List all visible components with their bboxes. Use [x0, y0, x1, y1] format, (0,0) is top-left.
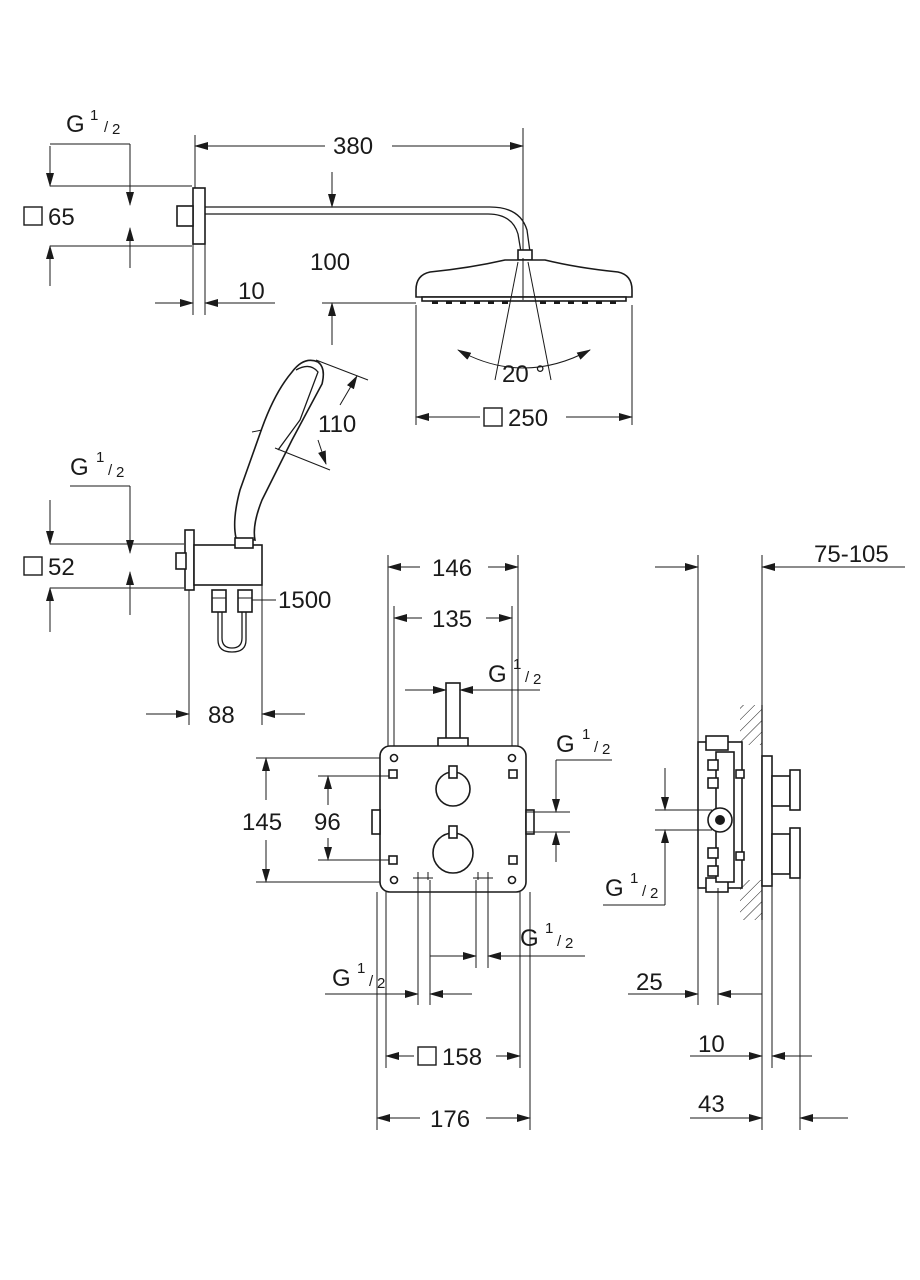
hand-thread-den: 2 [116, 464, 124, 481]
dim-handle-projection: 43 [698, 1091, 725, 1118]
dim-plate-size: 158 [442, 1044, 482, 1071]
dim-total-width: 176 [430, 1106, 470, 1133]
side-view-thread-num: 1 [630, 870, 638, 887]
wall-hatch-top [740, 705, 762, 745]
head-wall-flange [192, 187, 206, 245]
side-view-thread-slash: / [642, 883, 647, 900]
hand-shower-handle [233, 359, 325, 541]
side-thread-den: 2 [602, 741, 610, 758]
head-thread-slash: / [104, 119, 109, 136]
square-symbol-250 [483, 407, 503, 427]
bottom-right-thread-den: 2 [565, 935, 573, 952]
thermostat-handle [771, 833, 791, 875]
dim-arm-length: 380 [333, 133, 373, 160]
wall-hatch-bottom [740, 880, 762, 920]
dim-hand-projection: 88 [208, 702, 235, 729]
dim-box-height: 145 [242, 809, 282, 836]
side-thread-g: G [556, 731, 575, 758]
dim-box-width: 146 [432, 555, 472, 582]
head-thread-g: G [66, 111, 85, 138]
dim-plate-depth: 10 [698, 1031, 725, 1058]
hand-shower-view: 110 G 1 / 2 52 1500 88 [23, 359, 369, 729]
side-view-thread-g: G [605, 875, 624, 902]
bottom-left-thread-g: G [332, 965, 351, 992]
dim-flange-depth: 10 [238, 278, 265, 305]
thermostat-valve [432, 832, 474, 874]
dim-install-depth: 75-105 [814, 541, 889, 568]
dim-hand-flange: 52 [48, 554, 75, 581]
top-thread-num: 1 [513, 656, 521, 673]
hand-thread-slash: / [108, 462, 113, 479]
head-connector [176, 205, 194, 227]
dim-box-inner-height: 96 [314, 809, 341, 836]
top-thread-g: G [488, 661, 507, 688]
dim-box-inner-width: 135 [432, 606, 472, 633]
bottom-right-thread-num: 1 [545, 920, 553, 937]
dim-head-size: 250 [508, 405, 548, 432]
hose [217, 612, 247, 653]
dim-arm-drop: 100 [310, 249, 350, 276]
dim-wall-offset: 25 [636, 969, 663, 996]
top-pipe [445, 682, 461, 741]
dim-hose-length: 1500 [278, 587, 331, 614]
hand-thread-g: G [70, 454, 89, 481]
bottom-left-thread-num: 1 [357, 960, 365, 977]
diverter-handle [771, 775, 791, 807]
side-thread-slash: / [594, 739, 599, 756]
mixer-side-view: 75-105 G 1 / 2 25 10 43 [603, 541, 905, 1130]
dim-hand-spray: 110 [318, 411, 356, 438]
top-thread-slash: / [525, 669, 530, 686]
mixer-box-front-view: 146 135 G 1 / 2 G 1 / 2 145 [242, 555, 612, 1133]
hand-thread-num: 1 [96, 449, 104, 466]
shower-arm [205, 206, 531, 253]
bottom-right-thread-g: G [520, 925, 539, 952]
side-view-thread-den: 2 [650, 885, 658, 902]
dim-head-flange: 65 [48, 204, 75, 231]
head-thread-den: 2 [112, 121, 120, 138]
head-shower-body [415, 259, 633, 298]
side-thread-num: 1 [582, 726, 590, 743]
square-symbol-52 [23, 556, 43, 576]
square-symbol-158 [417, 1046, 437, 1066]
cover-plate [761, 755, 773, 887]
square-symbol-65 [23, 206, 43, 226]
bottom-left-thread-den: 2 [377, 975, 385, 992]
dim-spray-angle: 20 ° [502, 361, 545, 388]
hand-holder [193, 544, 263, 586]
bottom-right-thread-slash: / [557, 933, 562, 950]
head-thread-num: 1 [90, 107, 98, 124]
bottom-left-thread-slash: / [369, 973, 374, 990]
top-thread-den: 2 [533, 671, 541, 688]
head-shower-view: 380 G 1 / 2 65 100 10 20 ° 2 [23, 107, 633, 432]
